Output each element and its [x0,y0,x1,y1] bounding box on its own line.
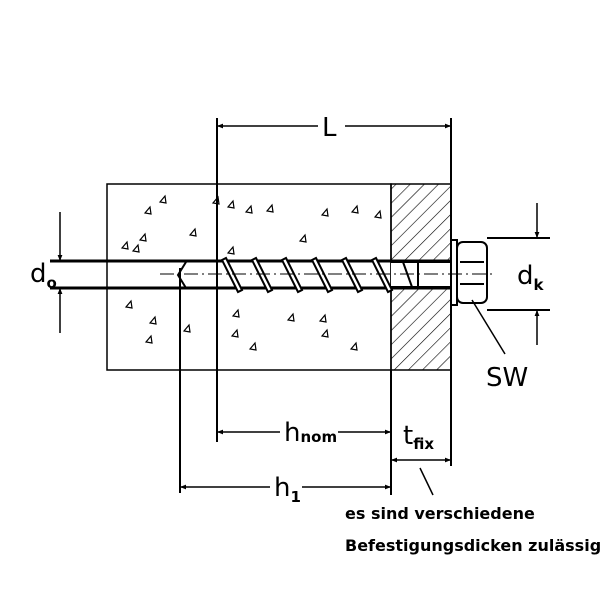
thread-flight [370,256,394,294]
thread-flight [310,256,334,294]
aggregate-mark [286,312,295,322]
aggregate-mark [298,233,307,243]
aggregate-mark [182,323,191,333]
aggregate-mark [244,204,253,214]
label-d-k: dk [517,261,545,294]
aggregate-mark [144,334,153,344]
aggregate-mark [230,328,239,338]
aggregate-mark [231,308,240,318]
aggregate-mark [350,204,359,214]
label-h-1: h1 [274,473,301,506]
note-line-2: Befestigungsdicken zulässig [345,536,601,555]
label-h-nom: hnom [284,418,337,448]
aggregate-mark [320,207,329,217]
aggregate-mark [265,203,274,213]
aggregate-mark [124,299,133,309]
note-leader [419,467,434,496]
aggregate-mark [148,315,157,325]
aggregate-mark [318,313,327,323]
extension-lines [179,118,550,495]
aggregate-mark [138,232,147,242]
drill-hole [50,259,451,290]
concrete-base [106,183,392,371]
aggregate-mark [143,205,152,215]
thread-flight [220,256,244,294]
aggregate-mark [120,240,129,250]
aggregate-mark [248,341,257,351]
aggregate-mark [349,341,358,351]
hex-head [450,239,488,306]
label-t-fix: tfix [403,421,434,453]
thread-flight [250,256,274,294]
sw-leader [471,299,506,355]
label-L: L [322,113,337,143]
aggregate-mark [158,194,167,204]
aggregate-mark [320,328,329,338]
note-line-1: es sind verschiedene [345,504,535,523]
aggregate-mark [226,199,235,209]
thread-flight [280,256,304,294]
aggregate-mark [373,209,382,219]
label-d-o: do [30,259,57,292]
aggregate-mark [188,227,197,237]
aggregate-mark [226,245,235,255]
thread-flight [340,256,364,294]
aggregate-mark [131,243,140,253]
screw-thread [220,256,394,294]
label-SW: SW [486,363,528,393]
